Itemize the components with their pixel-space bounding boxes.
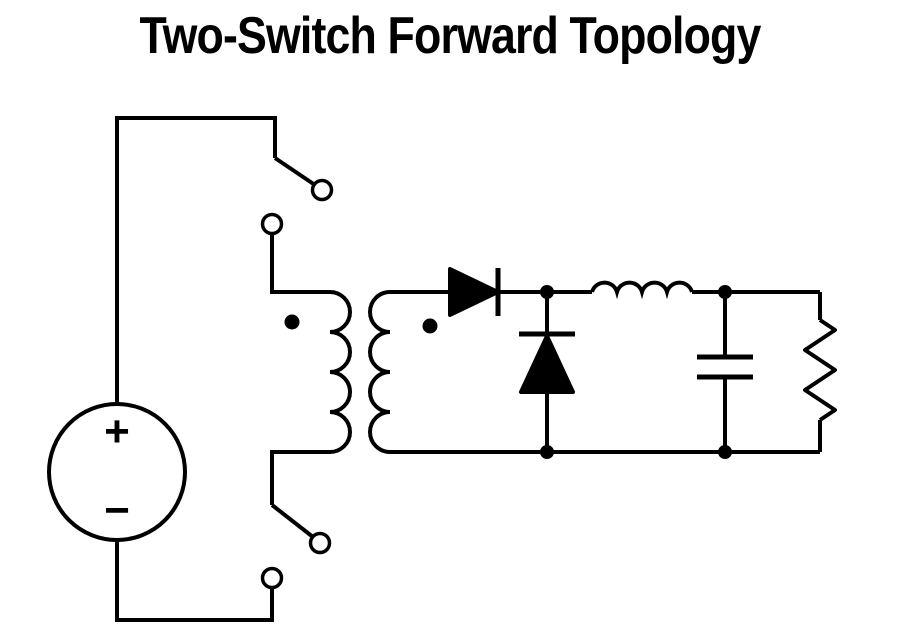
primary-polarity-dot <box>284 314 300 330</box>
dc-source: + − <box>47 402 187 542</box>
junction-dots <box>540 285 732 459</box>
freewheel-diode-triangle <box>519 334 575 394</box>
schematic: + − <box>47 116 837 622</box>
forward-diode <box>448 267 501 317</box>
high-side-switch <box>260 156 334 236</box>
high-side-switch-pole-contact <box>260 212 284 236</box>
secondary-polarity-dot <box>422 318 438 334</box>
output-inductor <box>590 280 694 300</box>
low-side-switch <box>260 503 332 590</box>
source-circle <box>47 402 187 542</box>
primary-winding <box>329 290 352 454</box>
source-minus-label: − <box>104 486 130 535</box>
high-side-switch-throw-contact <box>310 178 334 202</box>
low-side-switch-throw-contact <box>308 531 332 555</box>
load-resistor <box>803 292 837 452</box>
forward-diode-triangle <box>448 267 500 317</box>
junction-dot-bottom-freewheel <box>540 445 554 459</box>
junction-dot-top-capacitor <box>718 285 732 299</box>
low-side-switch-pole-contact <box>260 566 284 590</box>
load-resistor-zigzag <box>803 318 837 422</box>
primary-bottom-wire <box>270 450 330 505</box>
transformer <box>270 233 438 505</box>
junction-dot-top-freewheel <box>540 285 554 299</box>
junction-dot-bottom-capacitor <box>718 445 732 459</box>
freewheel-diode <box>519 292 575 452</box>
polarity-dots <box>284 314 438 334</box>
output-capacitor <box>697 292 753 452</box>
source-plus-label: + <box>104 407 130 456</box>
high-side-switch-blade <box>273 156 317 187</box>
diagram-title: Two-Switch Forward Topology <box>139 7 761 65</box>
primary-top-wire <box>270 233 330 294</box>
secondary-winding <box>368 290 391 454</box>
low-side-switch-blade <box>270 503 315 539</box>
input-bottom-wire <box>115 540 274 622</box>
input-top-wire <box>115 116 277 404</box>
